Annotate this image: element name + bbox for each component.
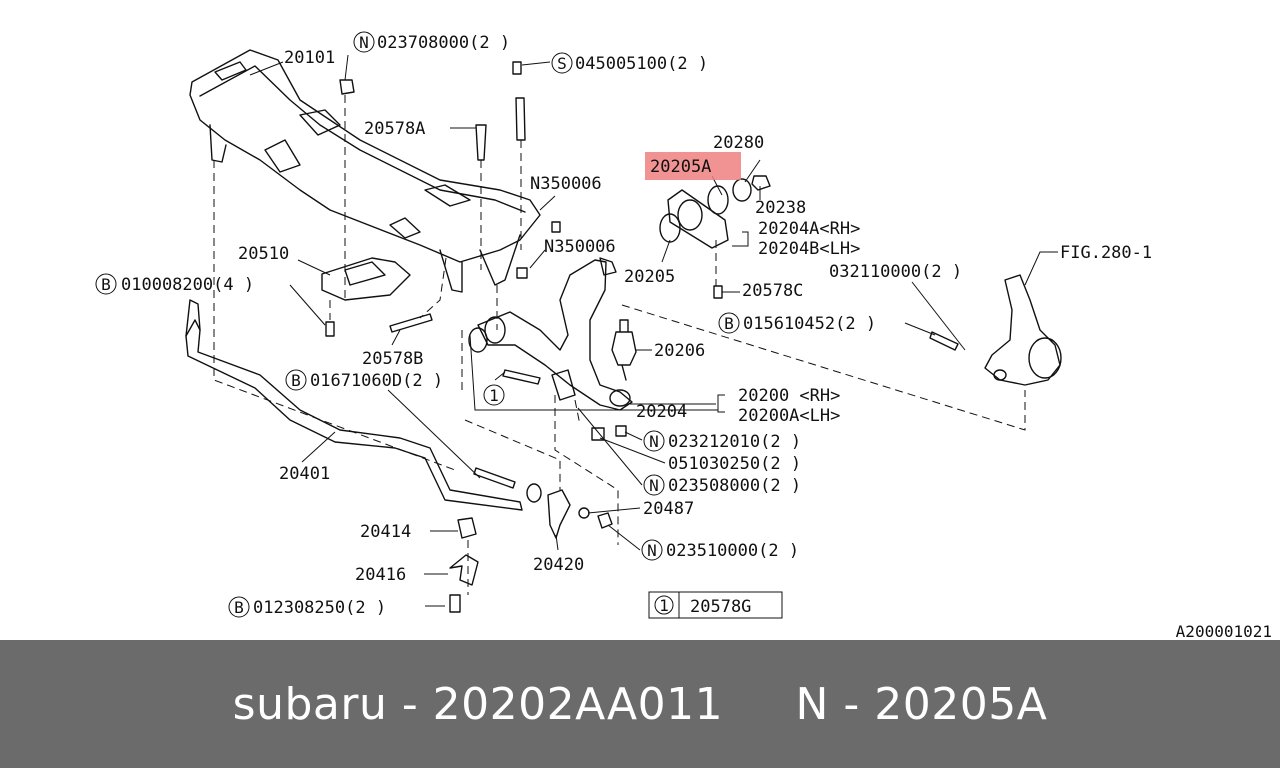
legend-box: 1 20578G [648, 591, 783, 619]
crossmember-part [189, 49, 541, 293]
bushing-20204 [659, 175, 771, 249]
svg-text:20578G: 20578G [690, 597, 751, 617]
label-023708000: 023708000(2 ) [377, 33, 510, 53]
label-023510000: 023510000(2 ) [666, 541, 799, 561]
svg-text:B: B [234, 598, 244, 617]
label-010008200: 010008200(4 ) [121, 275, 254, 295]
label-20578A: 20578A [364, 119, 425, 139]
label-20204: 20204 [636, 402, 687, 422]
link-20420 [547, 489, 571, 539]
lower-arm-part [468, 257, 633, 411]
footer-banner: subaru - 20202AA011 N - 20205A [0, 640, 1280, 768]
ball-joint-20206 [611, 319, 637, 381]
svg-text:N: N [649, 432, 659, 451]
part-labels: 20101 023708000(2 ) 045005100(2 ) 20578A… [121, 33, 1272, 640]
bracket-20510 [321, 257, 411, 301]
footer-part-number: subaru - 20202AA011 N - 20205A [232, 678, 1048, 730]
svg-text:N: N [649, 476, 659, 495]
svg-text:B: B [724, 314, 734, 333]
bushing-20414 [457, 517, 477, 539]
svg-text:S: S [557, 54, 567, 73]
label-20420: 20420 [533, 555, 584, 575]
label-20487: 20487 [643, 499, 694, 519]
label-045005100: 045005100(2 ) [575, 54, 708, 74]
leader-lines [249, 54, 1058, 607]
label-20200: 20200 <RH> [738, 386, 840, 406]
label-20204A: 20204A<RH> [758, 219, 860, 239]
bracket-20416 [449, 554, 479, 586]
label-fig-280-1: FIG.280-1 [1060, 243, 1152, 263]
label-20205A: 20205A [650, 157, 711, 177]
label-N350006-a: N350006 [530, 174, 602, 194]
diagram-ref-code: A200001021 [1176, 622, 1272, 640]
label-023508000: 023508000(2 ) [668, 476, 801, 496]
label-20578C: 20578C [742, 281, 803, 301]
svg-text:N: N [359, 33, 369, 52]
highlight-20205A [645, 152, 741, 180]
stabilizer-bar [185, 319, 523, 511]
label-20200A: 20200A<LH> [738, 406, 840, 426]
label-012308250: 012308250(2 ) [253, 598, 386, 618]
bolts [325, 61, 959, 613]
label-20510: 20510 [238, 244, 289, 264]
label-20578B: 20578B [362, 349, 423, 369]
parts-diagram: N S B B B 1 N N N B 1 20578G 20101 02370… [95, 31, 1272, 640]
knuckle-part [984, 274, 1062, 386]
label-023212010: 023212010(2 ) [668, 432, 801, 452]
label-01671060D: 01671060D(2 ) [310, 371, 443, 391]
label-20416: 20416 [355, 565, 406, 585]
label-20205: 20205 [624, 267, 675, 287]
label-20280: 20280 [713, 133, 764, 153]
label-20414: 20414 [360, 522, 411, 542]
dashed-guides [213, 95, 1026, 595]
label-N350006-b: N350006 [544, 237, 616, 257]
svg-text:B: B [291, 371, 301, 390]
callout-markers: N S B B B 1 N N N B [95, 31, 740, 618]
svg-text:N: N [647, 541, 657, 560]
label-051030250: 051030250(2 ) [668, 454, 801, 474]
svg-text:B: B [101, 275, 111, 294]
label-20401: 20401 [279, 464, 330, 484]
label-015610452: 015610452(2 ) [743, 314, 876, 334]
label-20204B: 20204B<LH> [758, 239, 860, 259]
label-20101: 20101 [284, 48, 335, 68]
svg-text:1: 1 [489, 386, 499, 405]
stabilizer-end [185, 299, 201, 337]
label-20238: 20238 [755, 198, 806, 218]
label-032110000: 032110000(2 ) [829, 262, 962, 282]
svg-text:1: 1 [659, 596, 669, 615]
label-20206: 20206 [654, 341, 705, 361]
